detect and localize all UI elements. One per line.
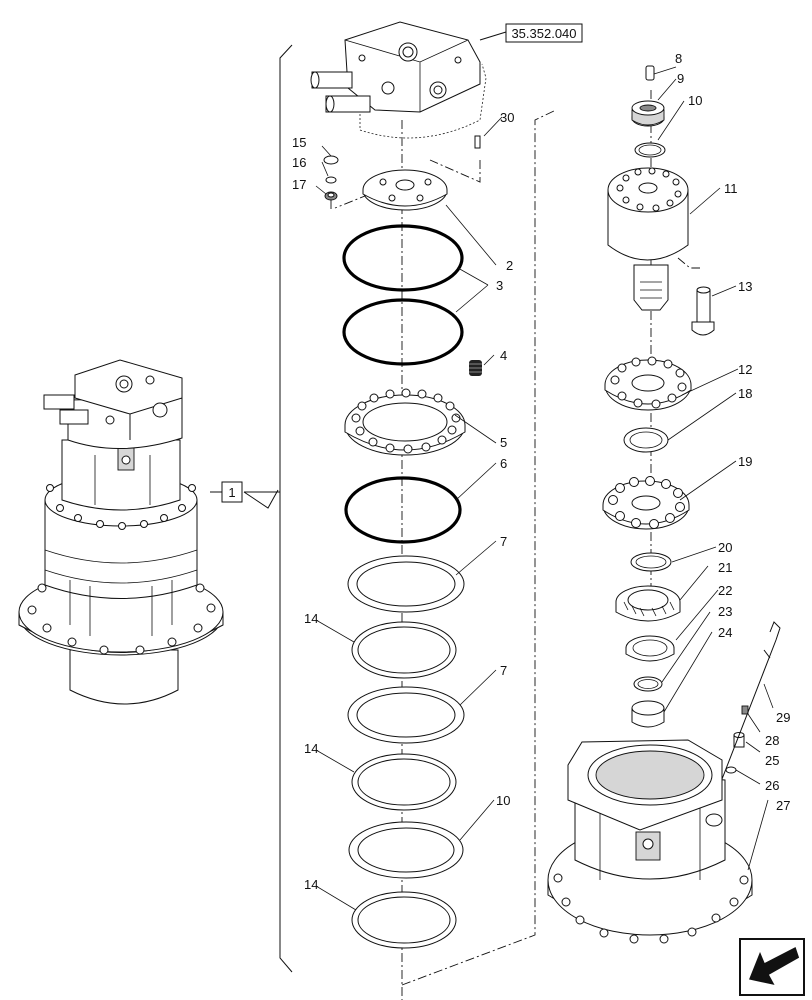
- part-10-shim: [348, 821, 464, 879]
- part-5-bearing: [344, 388, 466, 456]
- callout-8: 8: [675, 51, 682, 66]
- callout-15: 15: [292, 135, 306, 150]
- callout-22: 22: [718, 583, 732, 598]
- callout-2: 2: [506, 258, 513, 273]
- callout-20: 20: [718, 540, 732, 555]
- callout-box-1: [221, 481, 243, 503]
- callout-30: 30: [500, 110, 514, 125]
- leader-lines: [315, 66, 774, 911]
- callout-12: 12: [738, 362, 752, 377]
- part-11-cylinder-block: [607, 167, 689, 311]
- assembled-swing-motor-illustration: [18, 359, 224, 705]
- part-12-retainer-plate: [604, 356, 692, 411]
- callout-14-c: 14: [304, 877, 318, 892]
- callout-25: 25: [765, 753, 779, 768]
- assembly-bracket: 1: [210, 44, 293, 973]
- callout-26: 26: [765, 778, 779, 793]
- callout-9: 9: [677, 71, 684, 86]
- part-21-bearing: [615, 585, 681, 622]
- callout-17: 17: [292, 177, 306, 192]
- part-30-pin: [474, 135, 481, 149]
- part-14-shim-2: [351, 753, 457, 811]
- part-20-collar: [630, 552, 672, 572]
- valve-block-illustration: [310, 21, 487, 139]
- callout-11: 11: [724, 181, 738, 196]
- part-2-plate: [362, 169, 448, 211]
- callout-23: 23: [718, 604, 732, 619]
- part-10-ring: [634, 142, 666, 158]
- part-7-shim-lower: [347, 686, 465, 744]
- part-13-piston: [691, 286, 715, 336]
- part-26-washer: [725, 766, 737, 774]
- part-16-washer: [325, 176, 337, 184]
- part-22-ring: [625, 635, 675, 662]
- callout-21: 21: [718, 560, 732, 575]
- arrow-down-left-icon[interactable]: [739, 938, 805, 996]
- part-29-dipstick: [709, 621, 781, 811]
- callout-29: 29: [776, 710, 790, 725]
- callout-14-b: 14: [304, 741, 318, 756]
- callout-10-center: 10: [496, 793, 510, 808]
- callout-7-lower: 7: [500, 663, 507, 678]
- part-14-shim-3: [351, 891, 457, 949]
- reference-box: [505, 23, 583, 43]
- part-15-seal: [323, 155, 339, 165]
- callout-14-a: 14: [304, 611, 318, 626]
- callout-18: 18: [738, 386, 752, 401]
- callout-labels: 2 3 4 5 6 7 7 8 9 10 10 11 12 13 14 14 1…: [292, 51, 790, 892]
- callout-13: 13: [738, 279, 752, 294]
- callout-4: 4: [500, 348, 507, 363]
- callout-28: 28: [765, 733, 779, 748]
- part-4-plug: [469, 360, 482, 376]
- callout-16: 16: [292, 155, 306, 170]
- o-ring-3-upper: [342, 224, 464, 292]
- part-17-orifice: [324, 191, 338, 201]
- o-ring-6: [344, 476, 462, 544]
- callout-24: 24: [718, 625, 732, 640]
- callout-5: 5: [500, 435, 507, 450]
- part-18-ring: [623, 427, 669, 453]
- part-7-shim-upper: [347, 555, 465, 613]
- callout-1: 1: [228, 485, 235, 500]
- part-19-shoe-plate: [602, 476, 690, 530]
- callout-10-right: 10: [688, 93, 702, 108]
- part-28-fitting: [741, 705, 749, 715]
- part-8-pin: [645, 65, 655, 81]
- part-24-sleeve: [631, 700, 665, 728]
- callout-19: 19: [738, 454, 752, 469]
- part-14-shim-1: [351, 621, 457, 679]
- reference-label: 35.352.040: [511, 26, 576, 41]
- callout-27: 27: [776, 798, 790, 813]
- part-23-snap-ring: [633, 676, 663, 692]
- o-ring-3-lower: [342, 298, 464, 366]
- callout-3: 3: [496, 278, 503, 293]
- callout-6: 6: [500, 456, 507, 471]
- callout-7-upper: 7: [500, 534, 507, 549]
- part-9-bushing: [631, 100, 665, 127]
- part-27-housing: [547, 739, 753, 944]
